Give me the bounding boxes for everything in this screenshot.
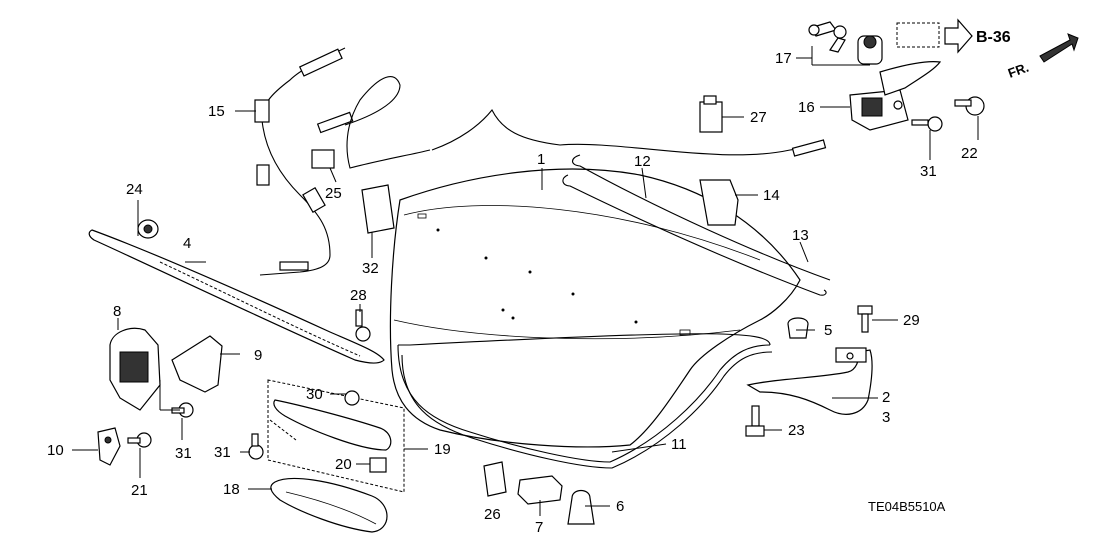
callout-19: 19: [434, 441, 451, 458]
plate-10: [97, 427, 121, 466]
callout-28: 28: [350, 287, 367, 304]
callout-9: 9: [254, 347, 262, 364]
trunk-lid: [389, 168, 801, 448]
clip-27: [699, 101, 723, 133]
trunk-hinge: [746, 347, 873, 415]
callout-3: 3: [882, 409, 890, 426]
key-cylinder: [808, 21, 883, 65]
diagram-code: TE04B5510A: [868, 499, 946, 514]
callout-11: 11: [671, 436, 687, 453]
callouts: 1 2 3 4 5 6 7 8 9 10 11 12 13 14 15 16 1…: [47, 50, 978, 536]
bumper-7: [517, 475, 563, 505]
callout-23: 23: [788, 422, 805, 439]
callout-21: 21: [131, 482, 148, 499]
callout-8: 8: [113, 303, 121, 320]
torsion-bars: [562, 154, 831, 296]
garnish-18: [270, 477, 388, 533]
weatherstrip: [397, 333, 773, 469]
callout-6: 6: [616, 498, 624, 515]
callout-27: 27: [750, 109, 767, 126]
callout-13: 13: [792, 227, 809, 244]
ref-page: B-36: [976, 29, 1011, 46]
trunk-switch-assembly: [248, 379, 405, 493]
front-arrow-icon: [1039, 33, 1079, 63]
callout-30: 30: [306, 386, 323, 403]
callout-7: 7: [535, 519, 543, 536]
bolt-31-top: [911, 116, 943, 132]
bumper-26: [483, 461, 507, 497]
bolt-28: [355, 309, 371, 342]
leader-lines: [72, 46, 979, 516]
clip-9: [171, 335, 223, 393]
callout-4: 4: [183, 235, 191, 252]
bracket-14: [699, 179, 739, 226]
grommet-5: [787, 317, 809, 339]
pad-32: [361, 184, 395, 234]
bolt-21: [127, 432, 152, 448]
callout-31-bottom: 31: [214, 444, 231, 461]
trunk-spoiler: [88, 229, 385, 364]
callout-14: 14: [763, 187, 780, 204]
callout-29: 29: [903, 312, 920, 329]
callout-2: 2: [882, 389, 890, 406]
callout-32: 32: [362, 260, 379, 277]
bumper-6: [567, 489, 595, 525]
callout-10: 10: [47, 442, 64, 459]
callout-5: 5: [824, 322, 832, 339]
callout-18: 18: [223, 481, 240, 498]
bolt-23: [745, 405, 765, 437]
callout-17: 17: [775, 50, 792, 67]
callout-22: 22: [961, 145, 978, 162]
bolt-22: [954, 96, 985, 116]
ref-arrow-icon: [944, 18, 973, 54]
opener-cable: [254, 47, 431, 276]
callout-24: 24: [126, 181, 143, 198]
front-label: FR.: [1006, 60, 1031, 81]
callout-12: 12: [634, 153, 651, 170]
ref-box: [896, 22, 940, 48]
callout-15: 15: [208, 103, 225, 120]
callout-20: 20: [335, 456, 352, 473]
callout-16: 16: [798, 99, 815, 116]
trunk-latch: [849, 61, 942, 131]
callout-26: 26: [484, 506, 501, 523]
callout-25: 25: [325, 185, 342, 202]
callout-1: 1: [537, 151, 545, 168]
callout-31-top: 31: [920, 163, 937, 180]
bolt-29: [857, 305, 873, 333]
clip-25: [311, 149, 335, 169]
callout-31-left: 31: [175, 445, 192, 462]
